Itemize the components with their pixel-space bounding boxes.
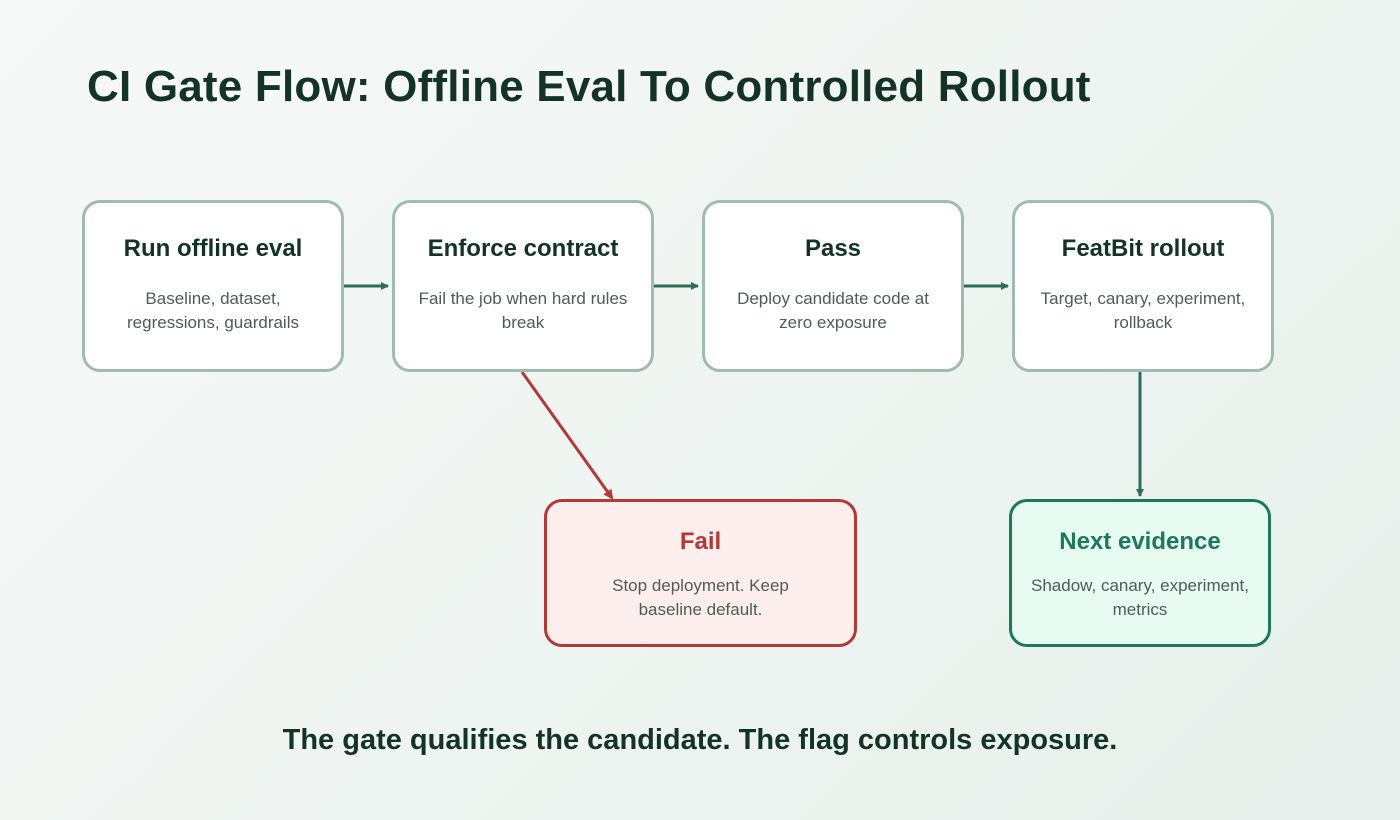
step-title: FeatBit rollout — [1061, 235, 1225, 262]
next-evidence-description: Shadow, canary, experiment, metrics — [1031, 576, 1249, 619]
step-title: Run offline eval — [123, 235, 303, 262]
fail-title: Fail — [679, 528, 722, 555]
fail-description: Stop deployment. Keep baseline default. — [612, 576, 789, 619]
step-title: Pass — [804, 235, 862, 262]
step-description: Deploy candidate code at zero exposure — [737, 289, 929, 332]
step-featbit-rollout: FeatBit rollout Target, canary, experime… — [1012, 200, 1274, 372]
next-evidence-box: Next evidence Shadow, canary, experiment… — [1009, 499, 1271, 647]
step-description: Baseline, dataset, regressions, guardrai… — [127, 289, 299, 332]
page-title: CI Gate Flow: Offline Eval To Controlled… — [87, 62, 1091, 111]
step-enforce-contract: Enforce contract Fail the job when hard … — [392, 200, 654, 372]
step-pass: Pass Deploy candidate code at zero expos… — [702, 200, 964, 372]
step-title: Enforce contract — [427, 235, 619, 262]
step-description: Target, canary, experiment, rollback — [1040, 289, 1246, 332]
step-run-offline-eval: Run offline eval Baseline, dataset, regr… — [82, 200, 344, 372]
next-evidence-title: Next evidence — [1059, 528, 1221, 555]
fail-box: Fail Stop deployment. Keep baseline defa… — [544, 499, 857, 647]
footer-caption: The gate qualifies the candidate. The fl… — [282, 724, 1118, 756]
step-description: Fail the job when hard rules break — [418, 289, 628, 332]
arrow-contract-to-fail — [520, 371, 614, 500]
